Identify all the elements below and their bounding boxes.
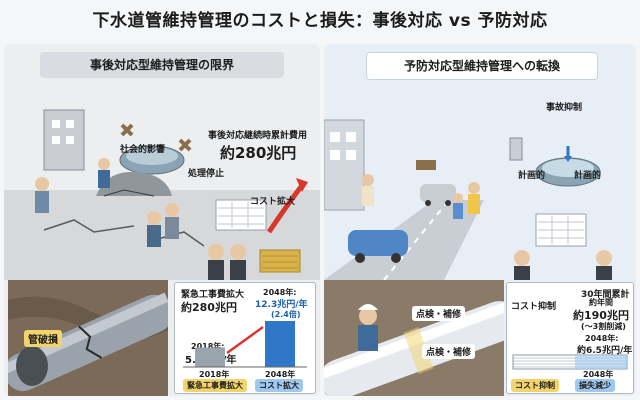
total-sub-label: 約年間 [589,298,613,307]
bar-2048年 [265,321,295,367]
stacked-bar-illustration [512,354,628,370]
footer-loss-reduction-tag: 損失減少 [575,379,615,392]
cost-suppression-label: コスト抑制 [511,302,557,312]
total-note: (〜3割削減) [581,322,626,331]
service-stop-label: 処理停止 [188,169,225,179]
bar-2018-label: 2018年: [191,342,225,351]
planned-label-2: 計画的 [574,171,602,181]
cumulative-cost-label: 事後対応継続時累計費用 [208,131,308,141]
total-label: 30年間累計 [581,290,630,300]
inspection-label-2: 点検・補修 [422,344,476,359]
footer-emergency-tag: 緊急工事費拡大 [183,379,247,392]
x-label-2048: 2048年 [265,370,296,379]
cost-increase-label: コスト拡大 [250,197,296,207]
preventive-cost-chart: コスト抑制 30年間累計 約年間 約190兆円 (〜3割削減) 2048年: 約… [506,282,634,394]
accident-suppression-label: 事故抑制 [546,103,583,113]
bar-2018年 [195,347,225,367]
orderly-street-illustration [324,119,612,280]
bar-2048-ratio: (2.4倍) [271,310,301,319]
inspection-label-1: 点検・補修 [412,306,466,321]
increase-arrow [226,325,264,355]
bar-2048-label: 2048年: [263,288,297,297]
preventive-maintenance-panel: 予防対応型維持管理への転換 事故抑制 計画的 計画的 [324,44,636,396]
bar-chart-svg [183,321,307,368]
total-value: 約190兆円 [573,309,629,322]
x-label-2018: 2018年 [199,370,230,379]
social-impact-label: 社会的影響 [120,145,166,155]
inspection-pipe-illustration [324,280,504,396]
page-title: 下水道管維持管理のコストと損失：事後対応 vs 予防対応 [92,11,548,31]
year-2048-label: 2048年: [585,334,619,343]
footer-cost-increase-tag: コスト拡大 [255,379,303,392]
emergency-cost-chart: 緊急工事費拡大 約280兆円 2048年: 12.3兆円/年 (2.4倍) 20… [174,282,316,394]
right-x-label-2048: 2048年 [583,370,614,379]
cumulative-cost-value: 約280兆円 [220,144,297,162]
emergency-cost-value: 約280兆円 [181,301,237,314]
emergency-cost-label: 緊急工事費拡大 [181,290,245,300]
year-2048-value: 約6.5兆円/年 [577,346,633,356]
pipe-damage-label: 管破損 [24,330,62,347]
reactive-maintenance-panel: 事後対応型維持管理の限界 社会的影響 処理停止 事後対応継続時累計費用 約280… [4,44,320,396]
left-heading: 事後対応型維持管理の限界 [40,52,284,78]
bar-2048-value: 12.3兆円/年 [255,300,308,310]
planned-label-1: 計画的 [518,171,546,181]
right-heading: 予防対応型維持管理への転換 [366,52,598,80]
disaster-scene-illustration [4,109,320,280]
footer-cost-suppression-tag: コスト抑制 [511,379,559,392]
